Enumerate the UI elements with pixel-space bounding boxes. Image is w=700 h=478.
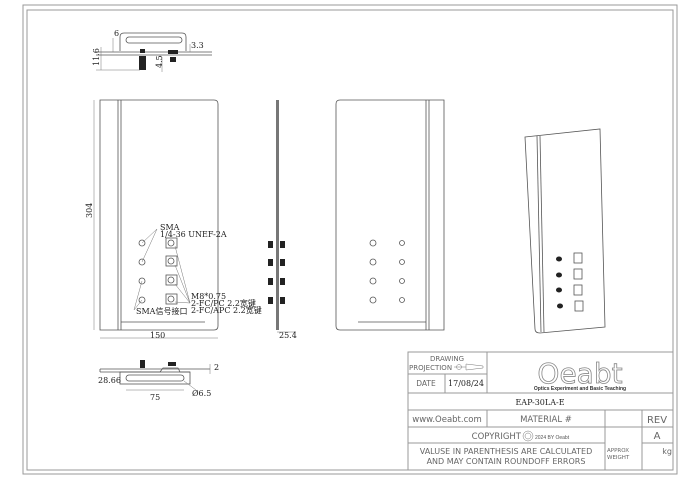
copyright-year: 2024 BY Oeabt [535,435,570,441]
date-value: 17/08/24 [448,379,484,388]
rear-holes [369,239,405,304]
callout-fc-apc: 2-FC/APC 2.2宽键 [191,305,262,315]
callout-sma-port: SMA信号接口 [136,306,187,316]
copyright-icon [522,430,534,442]
side-view: 25.4 [268,100,297,340]
dim-4-5: 4.5 [155,55,164,68]
rev-label: REV [647,415,667,426]
projection-symbol-icon [454,363,484,371]
fc-connectors [165,237,178,305]
projection-label: PROJECTION [409,364,452,372]
dim-25-4: 25.4 [279,331,297,340]
note-line-2: AND MAY CONTAIN ROUNDOFF ERRORS [427,457,586,466]
inner-frame [26,9,674,471]
front-view: 304 150 SMA 1/4-36 UNEF-2A SMA信号接口 M8*0.… [85,99,262,340]
date-label: DATE [416,379,436,388]
approx-label: APPROX [607,448,629,454]
isometric-view [524,128,606,334]
dim-28-66: 28.66 [98,376,121,385]
weight-unit: kg [662,447,672,456]
dim-3-3: 3.3 [191,41,204,50]
callout-sma: SMA [160,223,180,232]
drawing-label: DRAWING [430,355,464,363]
callout-thread: 1/4-36 UNEF-2A [160,230,227,239]
callout-fc-pc: 2-FC/PC 2.2宽键 [191,298,256,308]
sma-connectors [138,239,146,304]
outer-frame [22,4,678,475]
logo-tagline: Optics Experiment and Basic Teaching [534,386,626,392]
bottom-view: 28.66 75 2 Ø6.5 [98,360,219,402]
rev-value: A [654,431,661,442]
note-line-1: VALUSE IN PARENTHESIS ARE CALCULATED [420,447,593,456]
dim-6: 6 [114,29,119,38]
part-number: EAP-30LA-E [515,398,564,407]
oeabt-logo: Oeabt [537,357,622,390]
callout-m8: M8*0.75 [191,292,226,301]
dim-11-6: 11.6 [92,48,101,66]
material-label: MATERIAL # [520,415,572,425]
weight-label: WEIGHT [607,455,630,461]
dim-06-5: Ø6.5 [192,389,211,398]
title-block: DRAWING PROJECTION DATE 17/08/24 Oeabt O… [407,351,674,471]
copyright-label: COPYRIGHT [472,432,522,442]
rear-view [335,99,445,331]
dim-304: 304 [85,203,94,218]
top-view: 6 3.3 11.6 4.5 [92,29,212,72]
dim-150: 150 [150,331,165,340]
website: www.Oeabt.com [412,415,482,425]
dim-75: 75 [150,393,160,402]
dim-2: 2 [214,363,219,372]
